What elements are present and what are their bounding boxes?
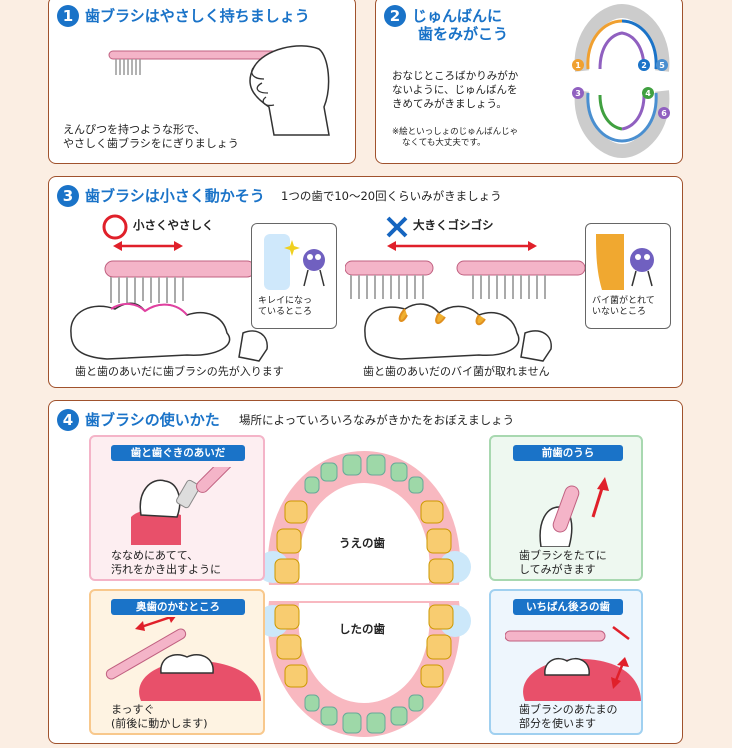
molar-chewing-tag: 奥歯のかむところ bbox=[111, 599, 245, 615]
gumline-tag: 歯と歯ぐきのあいだ bbox=[111, 445, 245, 461]
cross-icon bbox=[386, 216, 408, 238]
step-number-4: 4 bbox=[57, 409, 79, 431]
bad-bubble: バイ菌がとれて いないところ bbox=[585, 223, 671, 329]
technique-box-front-inside: 前歯のうら 歯ブラシをたてに してみがきます bbox=[489, 435, 643, 581]
bad-label: 大きくゴシゴシ bbox=[413, 218, 494, 232]
good-caption: 歯と歯のあいだに歯ブラシの先が入ります bbox=[75, 365, 284, 378]
technique-box-molar-chewing: 奥歯のかむところ まっすぐ (前後に動かします) bbox=[89, 589, 265, 735]
molar-chewing-illustration bbox=[105, 617, 261, 701]
germ-icon bbox=[596, 234, 654, 290]
order-label-5: 5 bbox=[659, 61, 665, 70]
step2-text: おなじところばかりみがか ないように、じゅんばんを きめてみがきましょう。 bbox=[392, 70, 519, 110]
order-badge-2 bbox=[638, 59, 650, 71]
order-badge-5 bbox=[656, 59, 668, 71]
front-inside-illustration bbox=[539, 477, 609, 547]
bad-brushing-illustration bbox=[345, 260, 585, 362]
molar-chewing-text: まっすぐ (前後に動かします) bbox=[111, 703, 208, 730]
good-bubble: キレイになっ ているところ bbox=[251, 223, 337, 329]
step4-title: 歯ブラシの使いかた bbox=[85, 411, 220, 429]
step2-title: じゅんばんに 歯をみがこう bbox=[412, 7, 509, 43]
step2-note: ※絵といっしょのじゅんばんじゃ なくても大丈夫です。 bbox=[392, 127, 519, 148]
order-badge-3 bbox=[572, 87, 584, 99]
technique-box-gumline: 歯と歯ぐきのあいだ ななめにあてて、 汚れをかき出すように bbox=[89, 435, 265, 581]
order-badge-6 bbox=[658, 107, 670, 119]
brushing-order-diagram: 1 2 3 4 5 6 bbox=[572, 3, 670, 159]
back-teeth-illustration bbox=[505, 626, 641, 701]
step3-title: 歯ブラシは小さく動かそう bbox=[85, 187, 265, 205]
order-badge-4 bbox=[642, 87, 654, 99]
good-circle-icon bbox=[102, 214, 128, 240]
hand-holding-brush-illustration bbox=[108, 45, 330, 136]
panel-step2-order: 2 じゅんばんに 歯をみがこう おなじところばかりみがか ないように、じゅんばん… bbox=[375, 0, 683, 164]
large-arrow-icon bbox=[387, 241, 537, 251]
lower-teeth-label: したの歯 bbox=[339, 622, 385, 636]
technique-box-back-teeth: いちばん後ろの歯 歯ブラシのあたまの 部分を使います bbox=[489, 589, 643, 735]
good-brushing-illustration bbox=[70, 260, 268, 362]
step1-title: 歯ブラシはやさしく持ちましょう bbox=[85, 7, 310, 25]
panel-step1-hold-brush: 1 歯ブラシはやさしく持ちましょう えんぴつを持つような形で、 やさしく歯ブラシ… bbox=[48, 0, 356, 164]
step-number-3: 3 bbox=[57, 185, 79, 207]
order-badge-1 bbox=[572, 59, 584, 71]
back-teeth-tag: いちばん後ろの歯 bbox=[513, 599, 623, 615]
order-label-4: 4 bbox=[645, 89, 651, 98]
gumline-brushing-illustration bbox=[131, 467, 236, 545]
step-number-1: 1 bbox=[57, 5, 79, 27]
dental-arch-diagram bbox=[257, 451, 471, 737]
panel-step3-small-movements: 3 歯ブラシは小さく動かそう 1つの歯で10～20回くらいみがきましょう 小さく… bbox=[48, 176, 683, 388]
back-teeth-text: 歯ブラシのあたまの 部分を使います bbox=[519, 703, 618, 730]
order-label-2: 2 bbox=[641, 61, 647, 70]
order-label-1: 1 bbox=[575, 61, 581, 70]
step4-subtitle: 場所によっていろいろなみがきかたをおぼえましょう bbox=[239, 413, 515, 427]
panel-step4-techniques: 4 歯ブラシの使いかた 場所によっていろいろなみがきかたをおぼえましょう うえの… bbox=[48, 400, 683, 744]
front-inside-tag: 前歯のうら bbox=[513, 445, 623, 461]
order-label-3: 3 bbox=[575, 89, 581, 98]
bad-bubble-text: バイ菌がとれて いないところ bbox=[592, 296, 655, 317]
bad-caption: 歯と歯のあいだのバイ菌が取れません bbox=[363, 365, 550, 378]
good-label: 小さくやさしく bbox=[133, 218, 214, 232]
step3-subtitle: 1つの歯で10～20回くらいみがきましょう bbox=[281, 189, 502, 203]
step-number-2: 2 bbox=[384, 5, 406, 27]
upper-teeth-label: うえの歯 bbox=[339, 536, 385, 550]
good-bubble-text: キレイになっ ているところ bbox=[258, 296, 313, 317]
order-label-6: 6 bbox=[661, 109, 667, 118]
front-inside-text: 歯ブラシをたてに してみがきます bbox=[519, 549, 607, 576]
step1-text: えんぴつを持つような形で、 やさしく歯ブラシをにぎりましょう bbox=[63, 123, 239, 150]
sparkle-icon bbox=[264, 234, 325, 290]
small-arrow-icon bbox=[113, 241, 183, 251]
gumline-text: ななめにあてて、 汚れをかき出すように bbox=[111, 549, 221, 576]
